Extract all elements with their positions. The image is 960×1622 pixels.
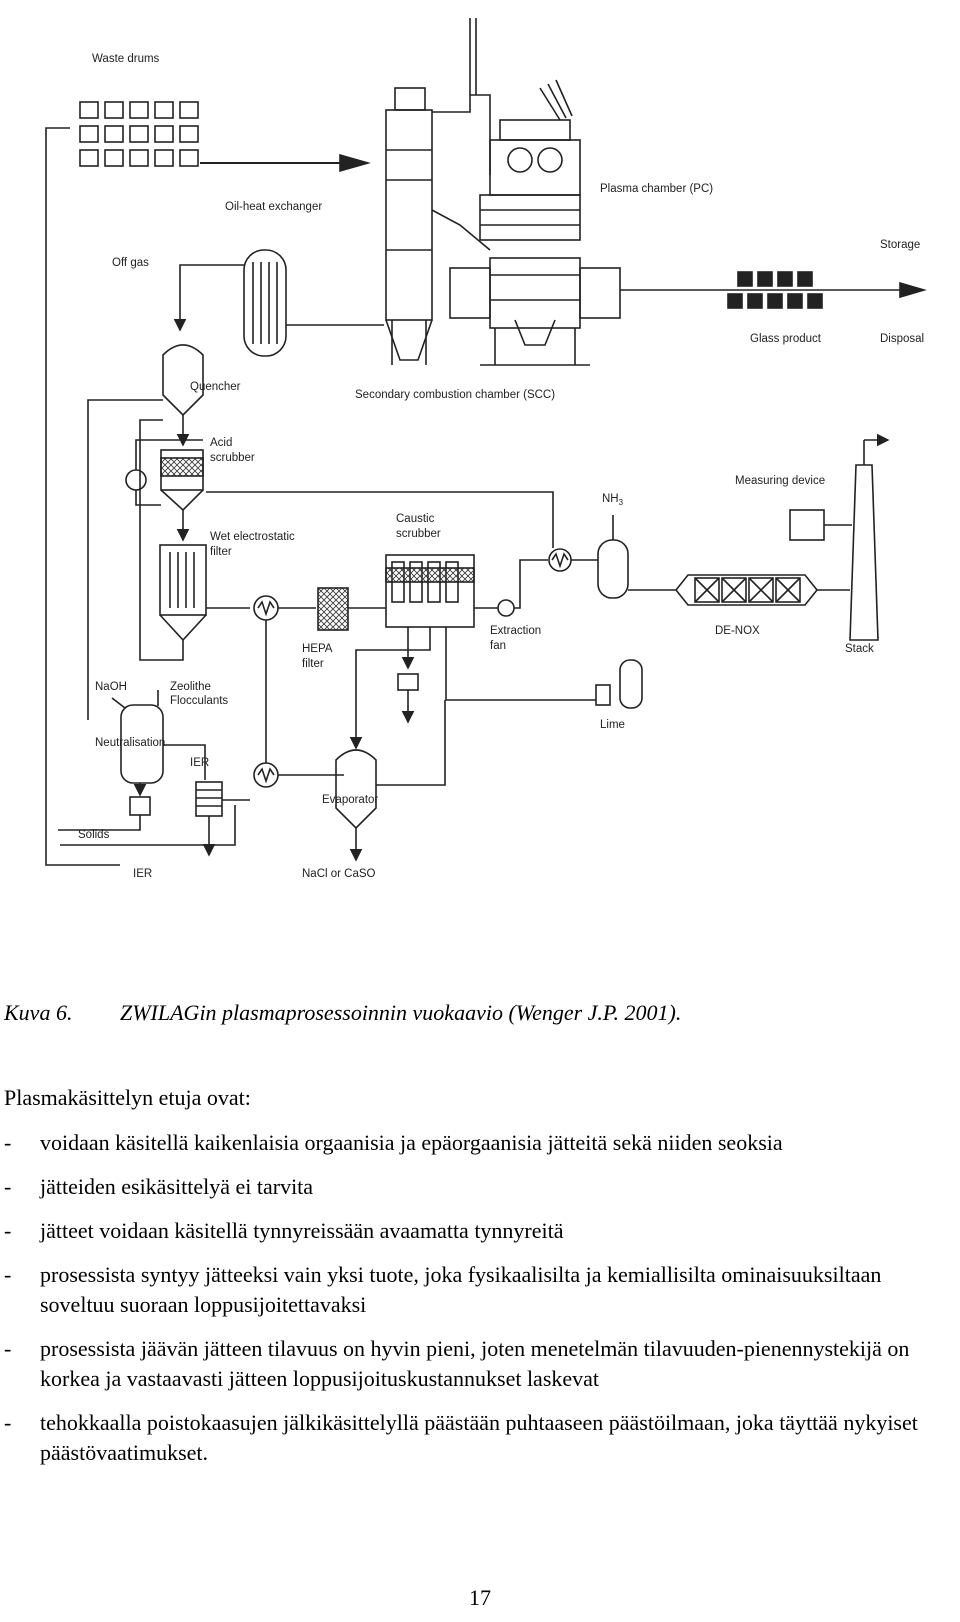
plasma-chamber bbox=[449, 79, 621, 366]
bullet-text: voidaan käsitellä kaikenlaisia orgaanisi… bbox=[40, 1130, 783, 1155]
label-nacl-caso: NaCl or CaSO bbox=[302, 868, 376, 880]
label-extraction-fan-line1: Extraction bbox=[490, 625, 541, 637]
lime-vessel bbox=[619, 659, 643, 709]
label-neutralisation: Neutralisation bbox=[95, 737, 165, 749]
label-zeolithe: Zeolithe bbox=[170, 681, 211, 693]
label-acid-scrubber-line2: scrubber bbox=[210, 452, 255, 464]
label-measuring-device: Measuring device bbox=[735, 475, 825, 487]
list-item: - voidaan käsitellä kaikenlaisia orgaanis… bbox=[4, 1128, 954, 1158]
secondary-combustion-chamber bbox=[385, 87, 433, 365]
process-flow-diagram: Waste drums Oil-heat exchanger Off gas P… bbox=[45, 18, 927, 880]
wet-electrostatic-filter bbox=[159, 544, 207, 642]
label-extraction-fan-line2: fan bbox=[490, 640, 506, 652]
list-item: - jätteiden esikäsittelyä ei tarvita bbox=[4, 1172, 954, 1202]
list-item: - prosessista syntyy jätteeksi vain yksi … bbox=[4, 1260, 954, 1320]
advantages-list: - voidaan käsitellä kaikenlaisia orgaanis… bbox=[4, 1128, 954, 1482]
evaporator bbox=[335, 749, 377, 830]
quencher bbox=[162, 344, 204, 417]
label-off-gas: Off gas bbox=[112, 257, 149, 269]
bullet-dash: - bbox=[4, 1130, 12, 1155]
bullet-text: prosessista jäävän jätteen tilavuus on h… bbox=[40, 1336, 910, 1391]
bullet-text: prosessista syntyy jätteeksi vain yksi t… bbox=[40, 1262, 882, 1317]
figure-caption: Kuva 6. ZWILAGin plasmaprosessoinnin vuok… bbox=[4, 1000, 681, 1026]
label-lime: Lime bbox=[600, 719, 625, 731]
label-waste-drums: Waste drums bbox=[92, 53, 160, 65]
stack bbox=[849, 433, 890, 641]
bullet-dash: - bbox=[4, 1336, 12, 1361]
label-evaporator: Evaporator bbox=[322, 794, 378, 806]
ier-unit bbox=[195, 781, 223, 817]
bullet-text: jätteet voidaan käsitellä tynnyreissään … bbox=[40, 1218, 564, 1243]
label-naoh: NaOH bbox=[95, 681, 127, 693]
measuring-device bbox=[789, 509, 825, 541]
caption-label: Kuva 6. bbox=[4, 1000, 73, 1025]
label-nh3-subscript: 3 bbox=[619, 498, 624, 507]
nh3-vessel bbox=[597, 539, 629, 599]
label-disposal: Disposal bbox=[880, 333, 924, 345]
label-nh3-main: NH bbox=[602, 493, 619, 505]
bullet-text: jätteiden esikäsittelyä ei tarvita bbox=[40, 1174, 314, 1199]
de-nox-unit bbox=[674, 574, 819, 606]
label-wet-esp-line1: Wet electrostatic bbox=[210, 531, 295, 543]
list-item: - jätteet voidaan käsitellä tynnyreissään… bbox=[4, 1216, 954, 1246]
label-nh3: NH3 bbox=[602, 493, 624, 507]
caustic-scrubber bbox=[385, 554, 475, 628]
lime-vessel-small bbox=[595, 684, 611, 706]
label-glass-product: Glass product bbox=[750, 333, 822, 345]
label-plasma-chamber: Plasma chamber (PC) bbox=[600, 183, 713, 195]
acid-scrubber bbox=[160, 449, 204, 512]
list-item: - prosessista jäävän jätteen tilavuus on … bbox=[4, 1334, 954, 1394]
list-item: - tehokkaalla poistokaasujen jälkikäsitte… bbox=[4, 1408, 954, 1468]
label-ier-bottom: IER bbox=[133, 868, 152, 880]
label-hepa-line1: HEPA bbox=[302, 643, 333, 655]
intro-text: Plasmakäsittelyn etuja ovat: bbox=[4, 1085, 251, 1110]
hepa-filter bbox=[317, 587, 349, 631]
label-storage: Storage bbox=[880, 239, 920, 251]
label-ier-top: IER bbox=[190, 757, 209, 769]
oil-heat-exchanger bbox=[243, 249, 287, 357]
label-flocculants: Flocculants bbox=[170, 695, 228, 707]
waste-drums-group bbox=[79, 101, 199, 167]
bullet-dash: - bbox=[4, 1218, 12, 1243]
label-hepa-line2: filter bbox=[302, 658, 324, 670]
neutralisation-tank bbox=[120, 704, 164, 784]
bullet-text: tehokkaalla poistokaasujen jälkikäsittel… bbox=[40, 1410, 918, 1465]
label-wet-esp-line2: filter bbox=[210, 546, 232, 558]
label-solids: Solids bbox=[78, 829, 110, 841]
label-caustic-scrubber-line1: Caustic bbox=[396, 513, 435, 525]
bullet-dash: - bbox=[4, 1174, 12, 1199]
label-de-nox: DE-NOX bbox=[715, 625, 760, 637]
bullet-dash: - bbox=[4, 1410, 12, 1435]
glass-product-containers bbox=[727, 271, 823, 309]
label-oil-heat-exchanger: Oil-heat exchanger bbox=[225, 201, 322, 213]
label-stack: Stack bbox=[845, 643, 874, 655]
label-quencher: Quencher bbox=[190, 381, 241, 393]
label-caustic-scrubber-line2: scrubber bbox=[396, 528, 441, 540]
page-number: 17 bbox=[469, 1585, 491, 1610]
bullet-dash: - bbox=[4, 1262, 12, 1287]
label-scc: Secondary combustion chamber (SCC) bbox=[355, 389, 555, 401]
caption-text: ZWILAGin plasmaprosessoinnin vuokaavio (… bbox=[120, 1000, 682, 1025]
label-acid-scrubber-line1: Acid bbox=[210, 437, 232, 449]
